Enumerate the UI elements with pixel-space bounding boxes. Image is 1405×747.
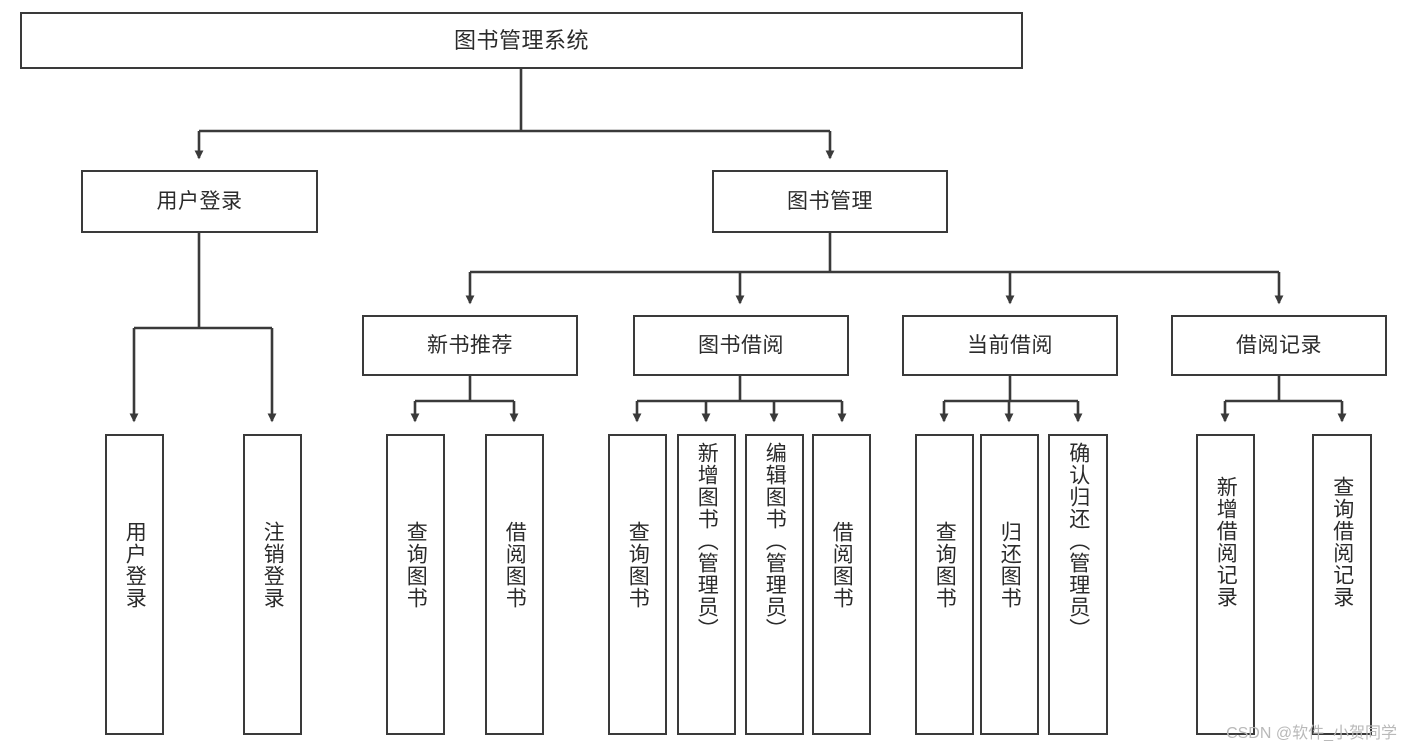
node-label: 用户登录	[156, 190, 243, 213]
leaf-new-book-borrow[interactable]: 借阅图书	[485, 434, 544, 735]
node-label: 查询借阅记录	[1330, 476, 1354, 608]
leaf-book-borrow-edit[interactable]: 编辑图书（管理员）	[745, 434, 804, 735]
node-root-system[interactable]: 图书管理系统	[20, 12, 1023, 69]
node-current-borrow[interactable]: 当前借阅	[902, 315, 1118, 376]
node-book-borrow[interactable]: 图书借阅	[633, 315, 849, 376]
watermark-text: CSDN @软件_小贺同学	[1226, 725, 1397, 742]
node-label: 图书管理	[787, 190, 873, 213]
node-label: 新书推荐	[427, 334, 513, 357]
leaf-new-book-query[interactable]: 查询图书	[386, 434, 445, 735]
node-label: 确认归还（管理员）	[1066, 442, 1090, 640]
leaf-book-borrow-borrow[interactable]: 借阅图书	[812, 434, 871, 735]
node-label: 查询图书	[933, 521, 957, 609]
leaf-borrow-record-add[interactable]: 新增借阅记录	[1196, 434, 1255, 735]
leaf-user-login-login[interactable]: 用户登录	[105, 434, 164, 735]
node-user-login[interactable]: 用户登录	[81, 170, 318, 233]
node-label: 图书借阅	[698, 334, 784, 357]
node-label: 借阅图书	[830, 521, 854, 609]
node-new-book-recommend[interactable]: 新书推荐	[362, 315, 578, 376]
leaf-current-borrow-confirm-return[interactable]: 确认归还（管理员）	[1048, 434, 1108, 735]
node-label: 编辑图书（管理员）	[763, 442, 787, 640]
node-label: 当前借阅	[967, 334, 1053, 357]
node-label: 图书管理系统	[453, 27, 589, 53]
leaf-book-borrow-add[interactable]: 新增图书（管理员）	[677, 434, 736, 735]
leaf-current-borrow-return[interactable]: 归还图书	[980, 434, 1039, 735]
node-book-management[interactable]: 图书管理	[712, 170, 948, 233]
leaf-book-borrow-query[interactable]: 查询图书	[608, 434, 667, 735]
node-label: 查询图书	[626, 521, 650, 609]
node-label: 查询图书	[404, 521, 428, 609]
node-label: 新增图书（管理员）	[695, 442, 719, 640]
node-borrow-record[interactable]: 借阅记录	[1171, 315, 1387, 376]
node-label: 注销登录	[261, 521, 285, 609]
leaf-user-login-logout[interactable]: 注销登录	[243, 434, 302, 735]
node-label: 新增借阅记录	[1214, 476, 1238, 608]
node-label: 借阅记录	[1236, 334, 1322, 357]
leaf-borrow-record-query[interactable]: 查询借阅记录	[1312, 434, 1372, 735]
node-label: 借阅图书	[503, 521, 527, 609]
node-label: 用户登录	[123, 521, 147, 609]
node-label: 归还图书	[998, 521, 1022, 609]
leaf-current-borrow-query[interactable]: 查询图书	[915, 434, 974, 735]
